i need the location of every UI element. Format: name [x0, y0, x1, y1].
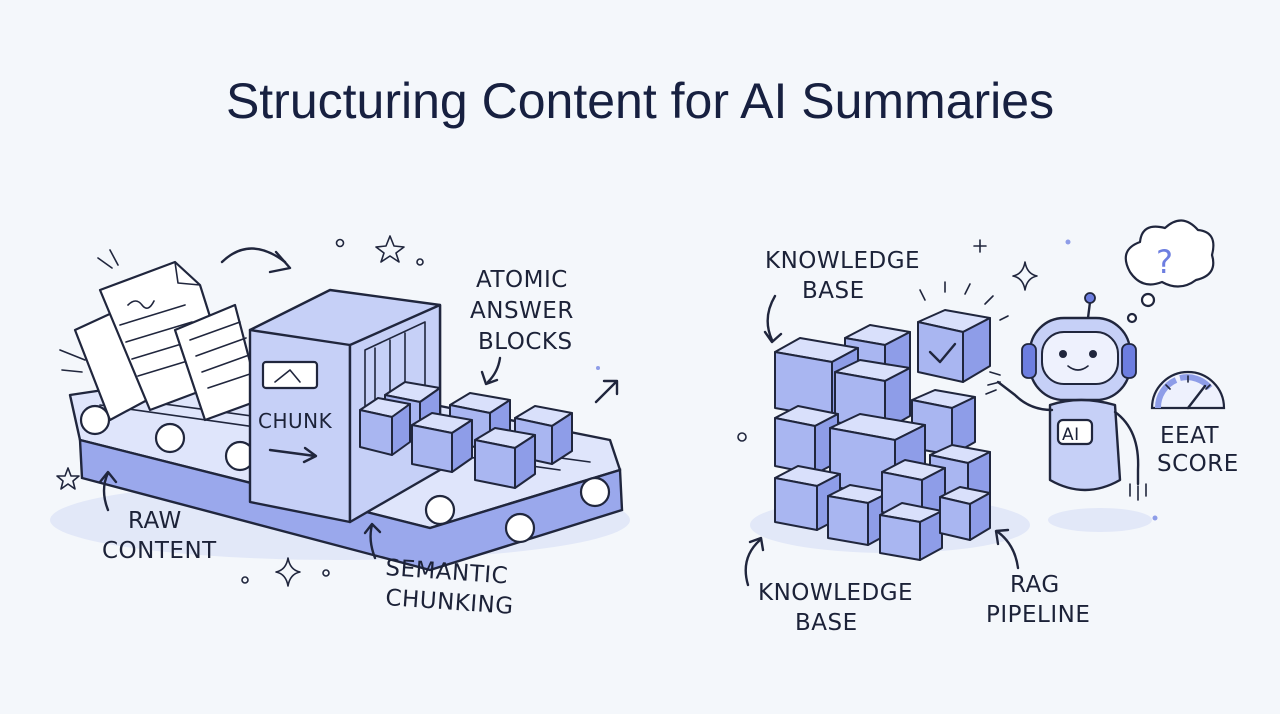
dot-icon: [596, 366, 600, 370]
semantic-label-line-2: CHUNKING: [385, 585, 515, 620]
eeat-label-line-2: SCORE: [1157, 451, 1239, 477]
arrow-icon: [594, 379, 619, 404]
knowledge-base-illustration: AI ? KNOWLEDGE BASE KNOWLEDGE BASE: [737, 219, 1239, 636]
dot-icon: [1152, 515, 1158, 521]
roller-icon: [579, 476, 611, 508]
rag-label-line-1: RAG: [1010, 572, 1060, 598]
motion-lines: [59, 249, 119, 373]
dot-icon: [1065, 239, 1071, 245]
kb-bottom-label-line-2: BASE: [795, 610, 858, 636]
dot-icon: [737, 432, 747, 442]
robot-shadow: [1048, 508, 1152, 532]
cube-icon: [879, 502, 943, 561]
gauge-icon: [1150, 370, 1226, 410]
arrow-icon: [98, 470, 118, 512]
arrow-icon: [994, 528, 1020, 570]
roller-icon: [424, 494, 456, 526]
dot-icon: [416, 258, 424, 266]
cube-icon: [939, 486, 991, 541]
question-mark-icon: ?: [1156, 243, 1173, 281]
dot-icon: [241, 576, 249, 584]
atomic-blocks: [359, 381, 573, 489]
eeat-label-line-1: EEAT: [1160, 423, 1220, 449]
roller-icon: [504, 512, 536, 544]
sparkle-icon: [973, 239, 987, 253]
sparkle-icon: [275, 557, 301, 587]
cube-icon: [774, 405, 839, 475]
kb-bottom-label-line-1: KNOWLEDGE: [758, 580, 913, 606]
verified-cube-icon: [917, 281, 1009, 383]
machine-gauge: [261, 360, 319, 390]
semantic-label-line-1: SEMANTIC: [385, 555, 509, 590]
arrow-icon: [744, 536, 765, 587]
star-icon: [375, 235, 405, 263]
machine-label: CHUNK: [258, 409, 333, 433]
curved-arrow-icon: [220, 247, 292, 274]
arrow-icon: [363, 522, 382, 560]
page-title: Structuring Content for AI Summaries: [226, 73, 1054, 129]
cube-icon: [359, 397, 411, 456]
rag-label-line-2: PIPELINE: [986, 602, 1090, 628]
cube-icon: [474, 427, 536, 489]
raw-label-line-2: CONTENT: [102, 538, 217, 564]
raw-document-icon: [73, 260, 262, 422]
kb-top-label-line-1: KNOWLEDGE: [765, 248, 920, 274]
arrow-icon: [480, 356, 502, 386]
thought-bubble: ?: [1124, 219, 1215, 324]
checkmark-icon: [928, 342, 957, 364]
chunking-illustration: CHUNK: [50, 235, 630, 620]
robot-icon: AI: [985, 292, 1147, 501]
roller-icon: [154, 422, 186, 454]
dot-icon: [322, 569, 330, 577]
kb-top-label-line-2: BASE: [802, 278, 865, 304]
dot-icon: [335, 238, 345, 248]
roller-icon: [79, 404, 111, 436]
robot-badge: [1056, 418, 1094, 446]
arrow-icon: [763, 294, 783, 344]
atomic-label-line-3: BLOCKS: [478, 329, 573, 355]
cube-icon: [411, 412, 473, 473]
atomic-label-line-1: ATOMIC: [476, 267, 568, 293]
cube-stack: [774, 324, 991, 561]
sparkle-icon: [1012, 261, 1038, 291]
star-icon: [56, 467, 80, 490]
atomic-label-line-2: ANSWER: [470, 298, 574, 324]
raw-label-line-1: RAW: [128, 508, 182, 534]
cube-icon: [774, 465, 841, 531]
robot-badge-text: AI: [1062, 425, 1080, 445]
